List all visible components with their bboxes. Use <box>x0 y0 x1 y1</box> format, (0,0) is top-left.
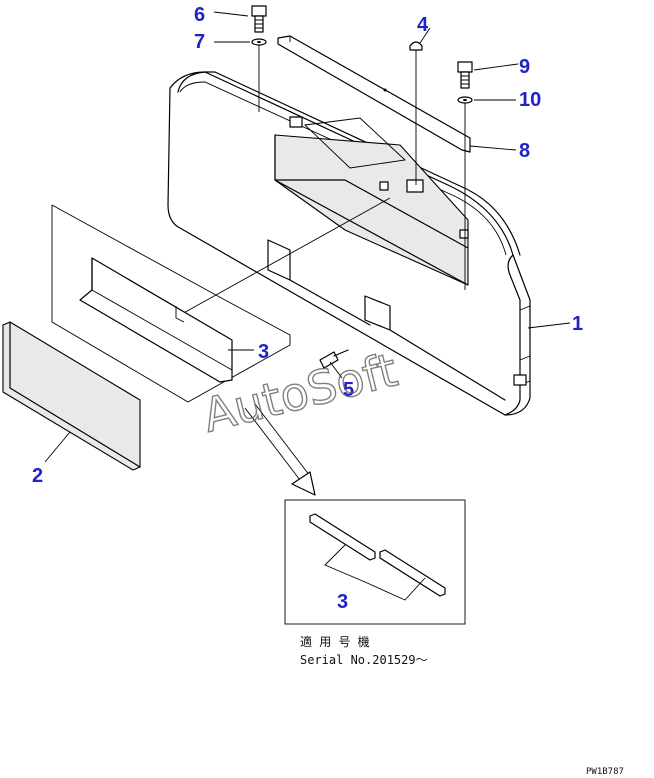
plug-5 <box>319 349 349 369</box>
plug-4 <box>409 41 423 51</box>
callout-8: 8 <box>519 140 530 162</box>
seal-3 <box>79 257 233 383</box>
serial-number-note: Serial No.201529〜 <box>300 653 428 667</box>
callout-3-detail: 3 <box>337 591 348 613</box>
callout-10: 10 <box>519 89 541 111</box>
cover-recess <box>267 116 506 401</box>
drawing-code: PW1B787 <box>586 767 624 777</box>
callout-1: 1 <box>572 313 583 335</box>
applicable-serial-label: 適 用 号 機 <box>300 634 370 649</box>
detail-box <box>284 499 466 625</box>
strip-bracket <box>277 35 471 153</box>
leader-lines <box>44 11 571 463</box>
bolt-9 <box>457 61 473 89</box>
callout-9: 9 <box>519 56 530 78</box>
washer-7 <box>251 38 267 46</box>
callout-2: 2 <box>32 465 43 487</box>
callout-3: 3 <box>258 341 269 363</box>
exploded-frame <box>51 204 291 403</box>
detail-arrow <box>244 403 316 496</box>
bolt-6 <box>251 5 267 33</box>
washer-10 <box>457 96 473 104</box>
callout-6: 6 <box>194 4 205 26</box>
plate-2 <box>2 321 141 471</box>
callout-5: 5 <box>343 379 354 401</box>
callout-4: 4 <box>417 14 429 36</box>
cover-panel <box>167 71 531 416</box>
callout-7: 7 <box>194 31 205 53</box>
